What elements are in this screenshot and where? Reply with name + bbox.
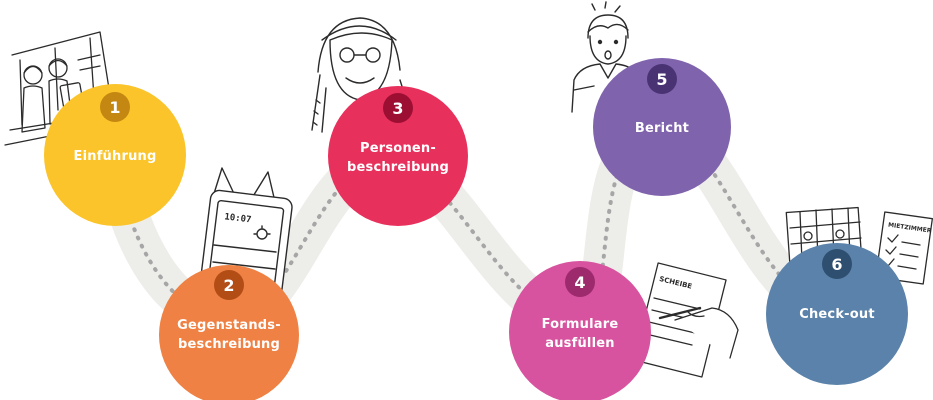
step-3-label: Personen- beschreibung: [346, 141, 450, 175]
step-1-number-badge: 1: [100, 92, 130, 122]
step-3-circle[interactable]: 3 Personen- beschreibung: [328, 86, 468, 226]
phone-time-text: 10:07: [224, 212, 252, 225]
woman-with-glasses-illustration: [311, 17, 411, 133]
step-5-label: Bericht: [634, 120, 690, 136]
step-6-label: Check-out: [799, 306, 875, 322]
step-5-circle[interactable]: 5 Bericht: [593, 58, 731, 196]
step-4-label: Formulare ausfüllen: [541, 317, 619, 351]
step-3-number-badge: 3: [383, 93, 413, 123]
step-1-circle[interactable]: 1 Einführung: [44, 84, 186, 226]
step-1-label: Einführung: [73, 148, 157, 164]
step-2-circle[interactable]: 2 Gegenstands- beschreibung: [159, 265, 299, 400]
step-2-label: Gegenstands- beschreibung: [177, 318, 281, 352]
step-2-number-badge: 2: [214, 270, 244, 300]
man-portrait-illustration: [571, 1, 641, 113]
step-6-circle[interactable]: 6 Check-out: [766, 243, 908, 385]
step-4-circle[interactable]: 4 Formulare ausfüllen: [509, 261, 651, 400]
step-4-number-badge: 4: [565, 267, 595, 297]
step-6-number-badge: 6: [822, 249, 852, 279]
step-5-number-badge: 5: [647, 64, 677, 94]
